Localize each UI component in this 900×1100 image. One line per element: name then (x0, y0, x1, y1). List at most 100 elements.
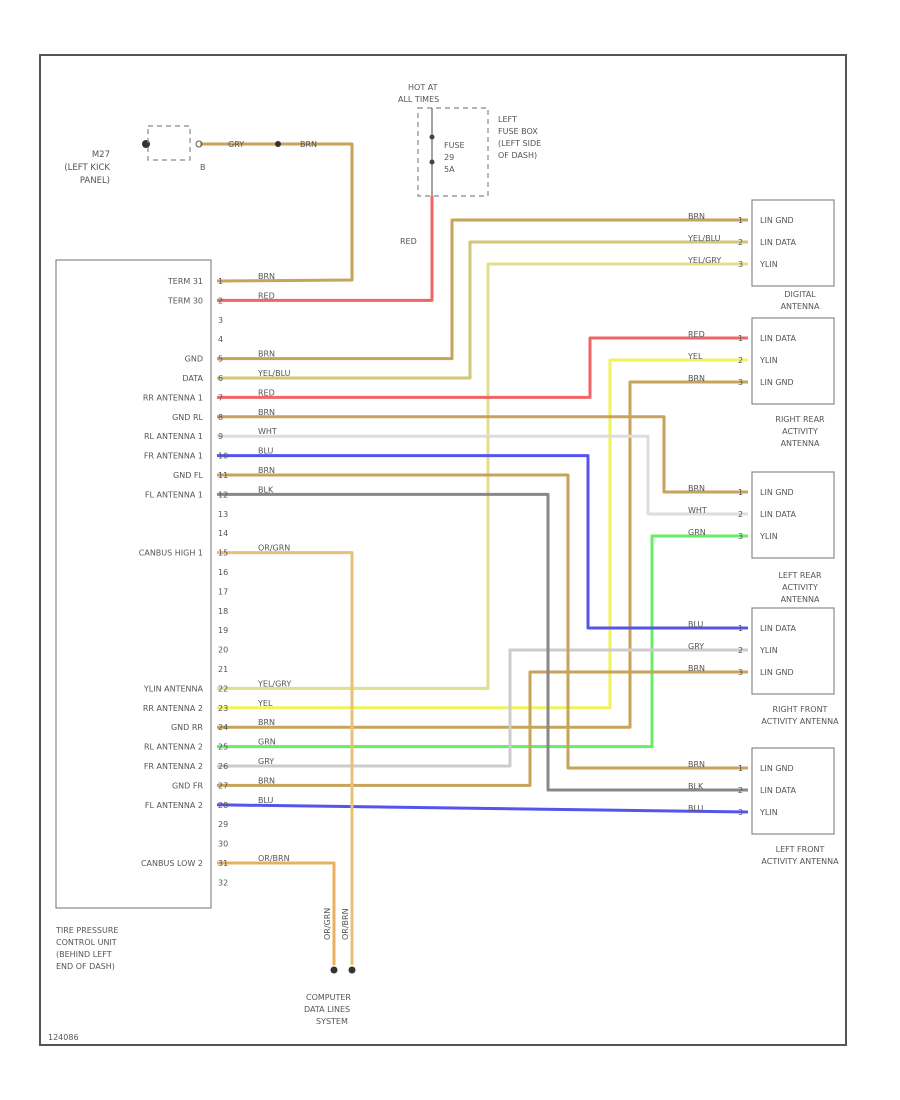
can-dest-2: DATA LINES (304, 1005, 350, 1014)
footer-code: 124086 (48, 1033, 79, 1042)
antenna-caption: ACTIVITY ANTENNA (761, 717, 839, 726)
antenna-caption: ANTENNA (781, 595, 820, 604)
ecu-wire-label: BLU (258, 796, 274, 805)
ecu-wire-label: BRN (258, 776, 275, 785)
ecu-name-3: (BEHIND LEFT (56, 950, 112, 959)
ecu-pin-name: GND (185, 355, 203, 364)
ecu-wire-label: YEL (257, 699, 273, 708)
ecu-wire-label: BRN (258, 408, 275, 417)
ecu-pin-name: TERM 30 (167, 296, 203, 305)
antenna-wire-label: BRN (688, 212, 705, 221)
wire-term31-ground (200, 142, 354, 283)
antenna-box (751, 607, 835, 695)
ecu-pin-number: 27 (218, 781, 228, 790)
ecu-pin-number: 2 (218, 296, 223, 305)
wire-canbus-high (217, 551, 354, 965)
ecu-pin-number: 14 (218, 529, 228, 538)
ecu-pin-number: 30 (218, 840, 228, 849)
antenna-pin-label: LIN DATA (760, 334, 796, 343)
ecu-pin-name: GND FL (173, 471, 203, 480)
ecu-pin-name: YLIN ANTENNA (143, 684, 204, 693)
ecu-pin-number: 28 (218, 801, 228, 810)
wire-fr-ant2 (217, 648, 748, 768)
antenna-wire-label: BLK (688, 782, 704, 791)
can-dest-3: SYSTEM (316, 1017, 348, 1026)
ecu-name-1: TIRE PRESSURE (55, 926, 118, 935)
antenna-caption: ACTIVITY (782, 583, 818, 592)
antenna-box (751, 199, 835, 287)
antenna-wire-label: BRN (688, 484, 705, 493)
ecu-wire-label: BLU (258, 447, 274, 456)
fusebox-label-1: LEFT (498, 115, 517, 124)
ecu-wire-label: YEL/GRY (257, 679, 291, 688)
fuse-terminal-top-icon (429, 134, 435, 140)
antenna-pin-number: 3 (738, 260, 743, 269)
antenna-wire-label: BRN (688, 374, 705, 383)
can-terminal-1-icon (330, 966, 338, 974)
ground-pin: B (200, 163, 206, 172)
antenna-pin-number: 3 (738, 532, 743, 541)
ecu-wire-label: BRN (258, 466, 275, 475)
antenna-caption: RIGHT FRONT (773, 705, 828, 714)
antenna-pin-number: 2 (738, 510, 743, 519)
wire-fl-ant1 (217, 492, 748, 792)
can-wire-label-1: OR/GRN (323, 908, 332, 940)
ecu-wire-label: RED (258, 291, 275, 300)
ecu-pin-name: FR ANTENNA 1 (144, 452, 203, 461)
ecu-pin-number: 31 (218, 859, 228, 868)
antenna-box (751, 317, 835, 405)
wire-canbus-low (217, 861, 336, 965)
ecu-pin-name: RR ANTENNA 1 (143, 393, 203, 402)
antenna-pin-label: YLIN (759, 260, 778, 269)
fuse-box: HOT AT ALL TIMES FUSE 29 5A LEFT FUSE BO… (398, 83, 541, 246)
ecu-pin-name: GND RL (172, 413, 203, 422)
ecu-pin-name: FR ANTENNA 2 (144, 762, 203, 771)
ground-loc-1: (LEFT KICK (64, 163, 110, 173)
antenna-wire-label: YEL/GRY (687, 256, 721, 265)
antenna-pin-label: LIN GND (760, 378, 794, 387)
fuse-label-1: FUSE (444, 141, 465, 150)
antenna-pin-label: LIN GND (760, 216, 794, 225)
ecu-wire-label: RED (258, 388, 275, 397)
antenna-caption: ACTIVITY (782, 427, 818, 436)
ecu-pin-number: 32 (218, 878, 228, 887)
red-wire-label: RED (400, 237, 417, 246)
ecu-wire-label: BLK (258, 485, 274, 494)
fusebox-label-2: FUSE BOX (498, 127, 538, 136)
antenna-pin-number: 2 (738, 356, 743, 365)
antenna-pin-label: LIN DATA (760, 786, 796, 795)
ecu-pin-number: 12 (218, 490, 228, 499)
antenna-wire-label: BLU (688, 804, 704, 813)
ecu-pin-name: GND FR (172, 781, 203, 790)
can-wire-label-2: OR/BRN (341, 908, 350, 940)
ecu-pin-number: 26 (218, 762, 228, 771)
wire-gnd-fr (217, 670, 748, 787)
ecu-pin-number: 8 (218, 413, 223, 422)
wire-lin-data (217, 240, 748, 380)
ecu-pin-number: 16 (218, 568, 228, 577)
computer-data-lines: COMPUTER DATA LINES SYSTEM (304, 966, 356, 1026)
antenna-pin-label: LIN GND (760, 668, 794, 677)
antenna-pin-number: 1 (738, 488, 743, 497)
antenna-caption: ANTENNA (781, 439, 820, 448)
ecu-pin-number: 29 (218, 820, 228, 829)
fuse-label-2: 29 (444, 153, 454, 162)
can-terminal-2-icon (348, 966, 356, 974)
wire-term30-power (217, 196, 434, 302)
wire-fl-ant2 (216, 803, 749, 814)
ecu-pin-number: 20 (218, 646, 228, 655)
ecu-pin-name: TERM 31 (167, 277, 203, 286)
ecu-pin-number: 1 (218, 277, 223, 286)
antenna-wire-label: YEL (687, 352, 703, 361)
antenna-pin-label: YLIN (759, 356, 778, 365)
wire-gnd-rl (217, 415, 748, 494)
ecu-pin-number: 4 (218, 335, 223, 344)
ecu-pin-name: RL ANTENNA 1 (144, 432, 203, 441)
ecu-pin-number: 5 (218, 355, 223, 364)
antenna-caption: RIGHT REAR (775, 415, 825, 424)
ecu-wire-label: WHT (258, 427, 277, 436)
